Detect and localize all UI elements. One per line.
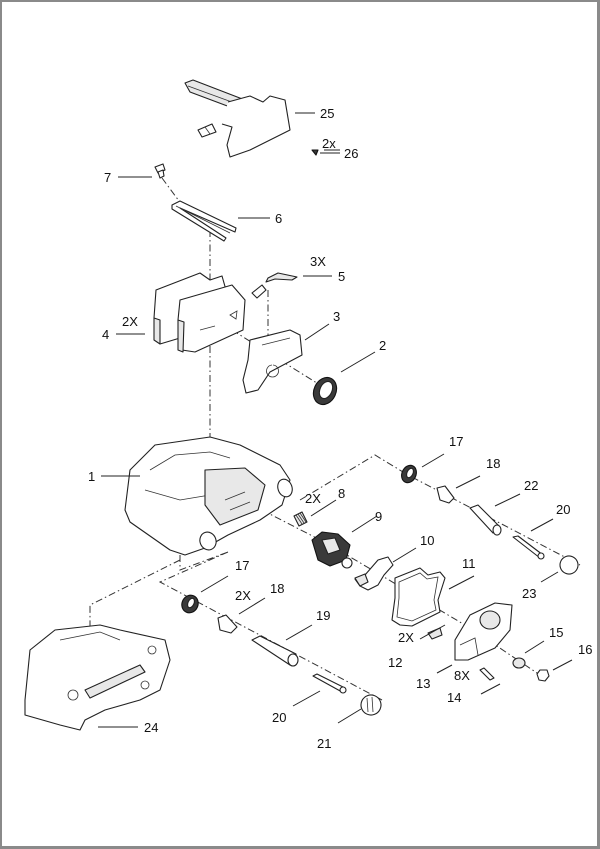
part-7-bolt[interactable] bbox=[154, 163, 166, 179]
part-16-nut[interactable] bbox=[536, 669, 550, 682]
axis-housing-to-guide-bottom bbox=[158, 551, 383, 701]
callout-labels: 25 26 2x 7 6 3X 5 2X 4 3 2 1 2X 8 9 10 1… bbox=[88, 106, 592, 751]
leader-lines bbox=[98, 112, 573, 728]
part-9-adjuster[interactable] bbox=[311, 531, 353, 569]
part-20-upper-pin[interactable] bbox=[512, 535, 545, 560]
part-18-lower-bushing[interactable] bbox=[217, 614, 238, 634]
part-24-carrier[interactable] bbox=[24, 624, 171, 731]
callout-19: 19 bbox=[316, 608, 330, 623]
callout-16: 16 bbox=[578, 642, 592, 657]
part-3-pressure-plate[interactable] bbox=[242, 329, 303, 394]
axis-carrier bbox=[89, 559, 181, 670]
callout-11: 11 bbox=[462, 556, 476, 571]
callout-15: 15 bbox=[549, 625, 563, 640]
qty-14: 8X bbox=[454, 668, 470, 683]
part-18-upper-bushing[interactable] bbox=[436, 485, 455, 504]
part-20-lower-pin[interactable] bbox=[312, 673, 347, 694]
part-17-lower-seal[interactable] bbox=[179, 592, 201, 615]
part-13-cover[interactable] bbox=[454, 602, 513, 661]
callout-10: 10 bbox=[420, 533, 434, 548]
callout-4: 4 bbox=[102, 327, 109, 342]
callout-14: 14 bbox=[447, 690, 461, 705]
callout-3: 3 bbox=[333, 309, 340, 324]
callout-18-upper: 18 bbox=[486, 456, 500, 471]
callout-2: 2 bbox=[379, 338, 386, 353]
qty-26: 2x bbox=[322, 136, 336, 151]
callout-5: 5 bbox=[338, 269, 345, 284]
callout-20-upper: 20 bbox=[556, 502, 570, 517]
part-15-bushing[interactable] bbox=[512, 657, 526, 669]
part-11-gasket[interactable] bbox=[391, 567, 446, 627]
part-5-spring-clip[interactable] bbox=[251, 272, 298, 299]
callout-25: 25 bbox=[320, 106, 334, 121]
part-21-cap[interactable] bbox=[358, 692, 385, 719]
part-19-guide-sleeve[interactable] bbox=[251, 635, 299, 667]
part-25-wear-sensor[interactable] bbox=[184, 79, 291, 158]
qty-18-lower: 2X bbox=[235, 588, 251, 603]
part-6-pad-retainer[interactable] bbox=[171, 200, 237, 242]
qty-8: 2X bbox=[305, 491, 321, 506]
part-2-seal[interactable] bbox=[309, 374, 341, 409]
part-10-lever[interactable] bbox=[354, 556, 394, 591]
axis-housing-to-mechanism bbox=[261, 509, 541, 676]
callout-7: 7 bbox=[104, 170, 111, 185]
callout-23: 23 bbox=[522, 586, 536, 601]
part-8-spring[interactable] bbox=[293, 511, 308, 527]
part-22-guide-sleeve[interactable] bbox=[469, 504, 502, 536]
part-1-caliper-housing[interactable] bbox=[124, 436, 295, 556]
qty-5: 3X bbox=[310, 254, 326, 269]
axis-housing-to-guide-top bbox=[299, 454, 581, 566]
part-4-brake-pads[interactable] bbox=[153, 272, 246, 353]
callout-20-lower: 20 bbox=[272, 710, 286, 725]
callout-8: 8 bbox=[338, 486, 345, 501]
qty-4: 2X bbox=[122, 314, 138, 329]
callout-24: 24 bbox=[144, 720, 158, 735]
callout-9: 9 bbox=[375, 509, 382, 524]
part-23-cap[interactable] bbox=[557, 553, 581, 577]
callout-21: 21 bbox=[317, 736, 331, 751]
callout-26: 26 bbox=[344, 146, 358, 161]
callout-13: 13 bbox=[416, 676, 430, 691]
part-26-screw[interactable] bbox=[311, 149, 319, 156]
callout-6: 6 bbox=[275, 211, 282, 226]
part-17-upper-seal[interactable] bbox=[399, 463, 419, 485]
callout-1: 1 bbox=[88, 469, 95, 484]
callout-18-lower: 18 bbox=[270, 581, 284, 596]
axis-pad-to-seal bbox=[231, 329, 321, 386]
part-14-bolt[interactable] bbox=[479, 667, 495, 681]
axis-pad-retainer bbox=[161, 177, 183, 206]
qty-12: 2X bbox=[398, 630, 414, 645]
callout-22: 22 bbox=[524, 478, 538, 493]
callout-17-upper: 17 bbox=[449, 434, 463, 449]
callout-17-lower: 17 bbox=[235, 558, 249, 573]
callout-12: 12 bbox=[388, 655, 402, 670]
